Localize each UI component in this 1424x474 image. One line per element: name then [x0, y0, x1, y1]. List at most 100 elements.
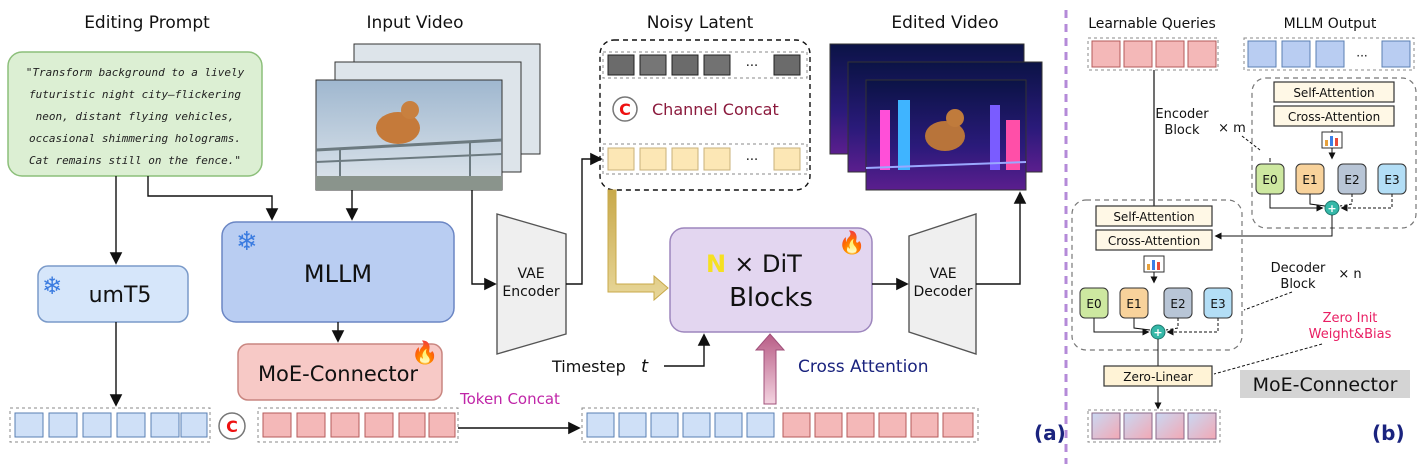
decoder-cross-attention-label: Cross-Attention: [1108, 234, 1200, 248]
editing-prompt-box: [7, 51, 263, 177]
zero-init-label-1: Zero Init: [1323, 311, 1378, 326]
decoder-block-label-1: Decoder: [1271, 261, 1326, 276]
latent-ellipsis: ···: [746, 59, 758, 74]
arrow-decoder-to-video: [976, 191, 1027, 285]
encoder-label-leader: [1241, 135, 1261, 151]
moe-token-row: [257, 407, 459, 443]
cross-attention-label: Cross Attention: [798, 357, 928, 377]
token-concat-label: Token Concat: [459, 390, 560, 408]
input-video-frames: [315, 43, 541, 191]
mllm-label: MLLM: [304, 260, 372, 288]
mllm-output-tokens: [1243, 37, 1415, 71]
mllm-output-header: MLLM Output: [1284, 16, 1377, 32]
decoder-self-attention-label: Self-Attention: [1113, 210, 1194, 224]
umt5-token-row: [9, 407, 211, 443]
decoder-e3-out: [1166, 318, 1219, 336]
encoder-e0-out: [1269, 194, 1324, 212]
decoder-block-group: [1071, 199, 1243, 351]
encoder-block-group: [1251, 77, 1417, 229]
encoder-e3-out: [1340, 194, 1393, 212]
decoder-sum-symbol: +: [1153, 326, 1162, 339]
dit-blocks: [669, 227, 873, 333]
encoder-block-label-1: Encoder: [1155, 107, 1209, 122]
dit-n-label: N: [706, 250, 726, 278]
token-concat-icon: [218, 412, 246, 440]
moe-trainable-icon: 🔥: [411, 340, 438, 366]
cross-attention-arrow: [754, 333, 786, 405]
zero-linear-label: Zero-Linear: [1123, 370, 1193, 384]
decoder-label-leader: [1243, 291, 1293, 311]
connector-output-tokens: [1087, 409, 1221, 443]
input-video-header: Input Video: [366, 13, 463, 33]
channel-concat-label: Channel Concat: [652, 100, 779, 119]
prompt-line-2: futuristic night city—flickering: [29, 88, 241, 101]
encoder-self-attention-label: Self-Attention: [1293, 86, 1374, 100]
zero-linear-block: [1103, 365, 1213, 387]
encoder-block-label-2: Block: [1164, 123, 1200, 138]
decoder-e2-out: [1165, 318, 1179, 331]
editing-prompt-header: Editing Prompt: [84, 13, 210, 33]
encoder-experts: [1255, 163, 1407, 195]
token-concat-symbol: C: [226, 417, 238, 436]
channel-concat-icon: [612, 96, 638, 122]
latent-to-dit-arrow: [607, 189, 669, 302]
encoder-expert-e0: E0: [1262, 173, 1277, 187]
dit-times-label: × DiT: [734, 250, 802, 278]
panel-b-label: (b): [1372, 421, 1405, 445]
learnable-query-tokens: [1087, 37, 1219, 71]
dit-blocks-label: Blocks: [729, 283, 813, 313]
prompt-line-4: occasional shimmering holograms.: [29, 132, 241, 145]
encoder-cross-attention-label: Cross-Attention: [1288, 110, 1380, 124]
decoder-experts: [1079, 287, 1233, 319]
input-latent-tokens: [602, 143, 808, 175]
concat-token-row: [581, 407, 979, 443]
channel-concat-symbol: C: [619, 100, 631, 119]
moe-title-bg: [1240, 370, 1410, 398]
arrow-timestep-to-dit: [664, 333, 711, 367]
zero-init-leader: [1213, 343, 1323, 375]
timestep-label: Timestep: [551, 357, 626, 376]
mllm-output-ellipsis: ···: [1356, 49, 1367, 63]
encoder-expert-e1: E1: [1302, 173, 1317, 187]
vae-decoder-block: [908, 213, 977, 355]
encoder-expert-e2: E2: [1344, 173, 1359, 187]
encoder-sum-symbol: +: [1327, 202, 1336, 215]
prompt-line-3: neon, distant flying vehicles,: [36, 110, 235, 123]
decoder-cross-attention: [1095, 229, 1213, 251]
dit-trainable-icon: 🔥: [838, 230, 865, 256]
decoder-multiplier: × n: [1338, 267, 1361, 282]
decoder-expert-e2: E2: [1170, 297, 1185, 311]
moe-connector-block: [237, 343, 443, 401]
decoder-self-attention: [1095, 205, 1213, 227]
encoder-self-attention: [1273, 81, 1395, 103]
moe-connector-label: MoE-Connector: [258, 362, 418, 386]
vae-decoder-line1: VAE: [929, 266, 956, 282]
decoder-router-icon: [1143, 255, 1165, 273]
noisy-latent-group: [599, 39, 811, 191]
prompt-line-1: "Transform background to a lively: [26, 66, 245, 79]
prompt-line-5: Cat remains still on the fence.": [29, 154, 241, 167]
vae-encoder-line2: Encoder: [502, 284, 559, 300]
encoder-multiplier: × m: [1218, 121, 1246, 136]
zero-init-label-2: Weight&Bias: [1309, 327, 1392, 342]
decoder-expert-e1: E1: [1126, 297, 1141, 311]
encoder-to-decoder-arrow: [1214, 215, 1333, 240]
encoder-e2-out: [1339, 194, 1353, 207]
learnable-queries-header: Learnable Queries: [1088, 16, 1216, 32]
decoder-e0-out: [1093, 318, 1150, 336]
arrow-vae-to-latent: [566, 152, 603, 285]
encoder-e1-out: [1309, 194, 1326, 207]
panel-a-label: (a): [1034, 421, 1066, 445]
moe-title-label: MoE-Connector: [1253, 374, 1398, 396]
vae-encoder-line1: VAE: [517, 266, 544, 282]
vae-encoder-block: [496, 213, 567, 355]
mllm-frozen-icon: ❄: [236, 227, 258, 257]
decoder-e1-out: [1133, 318, 1151, 331]
encoder-expert-e3: E3: [1384, 173, 1399, 187]
encoder-router-icon: [1321, 131, 1343, 149]
vae-decoder-line2: Decoder: [914, 284, 973, 300]
edited-video-header: Edited Video: [891, 13, 998, 33]
arrow-prompt-to-mllm: [147, 176, 279, 221]
umt5-label: umT5: [89, 283, 152, 308]
